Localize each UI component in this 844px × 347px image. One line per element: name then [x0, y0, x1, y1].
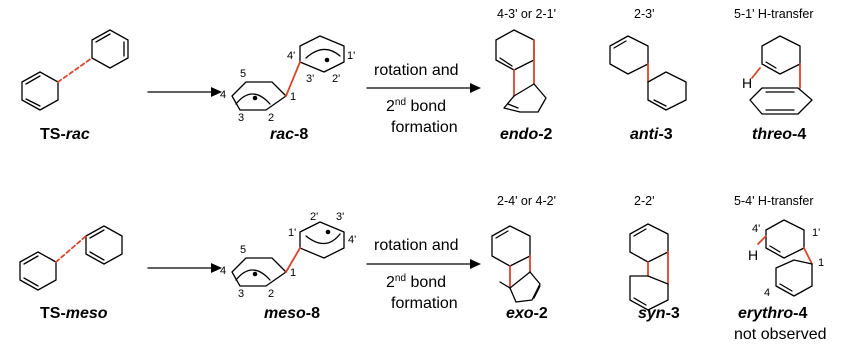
- atom-label: 1: [818, 257, 824, 269]
- endo-2-structure: [495, 29, 547, 113]
- atom-label: 2': [310, 211, 318, 223]
- threo-4-structure: [749, 35, 813, 115]
- hydrogen-label: H: [748, 247, 758, 263]
- ts-meso-structure: [19, 225, 123, 291]
- arrow-text-line1: rotation and: [374, 237, 459, 254]
- atom-label: 1': [812, 227, 820, 239]
- ts-rac-structure: [21, 29, 129, 111]
- arrow-text-line3: formation: [391, 295, 458, 312]
- arrow-text-line1: rotation and: [374, 62, 459, 79]
- atom-label: 3: [238, 112, 244, 124]
- product-caption: 2-2': [634, 194, 654, 208]
- atom-label: 1: [290, 91, 296, 103]
- product-caption: 5-1' H-transfer: [734, 7, 814, 21]
- meso-8-label: meso-8: [264, 305, 320, 322]
- atom-label: 4': [752, 223, 760, 235]
- arrowhead-icon: [470, 83, 481, 93]
- product-caption: 5-4' H-transfer: [734, 194, 814, 208]
- atom-label: 4: [764, 287, 770, 299]
- atom-label: 4': [348, 234, 356, 246]
- atom-label: 3': [306, 73, 314, 85]
- endo-2-label: endo-2: [500, 126, 553, 143]
- rac-8-label: rac-8: [270, 126, 308, 143]
- syn-3-label: syn-3: [638, 305, 680, 322]
- atom-label: 4: [220, 265, 226, 277]
- atom-label: 5: [240, 68, 246, 80]
- atom-label: 1': [347, 50, 355, 62]
- arrowhead-icon: [211, 263, 222, 273]
- atom-label: 2: [268, 288, 274, 300]
- atom-label: 5: [240, 244, 246, 256]
- atom-label: 1': [288, 227, 296, 239]
- product-caption: 2-4' or 4-2': [497, 194, 556, 208]
- rac-8-structure: [231, 35, 345, 111]
- anti-3-structure: [609, 35, 687, 111]
- atom-label: 2: [268, 112, 274, 124]
- ts-meso-label: TS-meso: [40, 305, 108, 322]
- atom-label: 4': [287, 50, 295, 62]
- threo-4-label: threo-4: [752, 126, 806, 143]
- arrowhead-icon: [211, 87, 222, 97]
- erythro-4-structure: [757, 219, 813, 297]
- atom-label: 1: [290, 267, 296, 279]
- arrow-text-line2: 2nd bond: [386, 97, 446, 115]
- not-observed-note: not observed: [734, 326, 827, 343]
- anti-3-label: anti-3: [630, 126, 673, 143]
- syn-3-structure: [629, 223, 669, 311]
- arrow-text-line3: formation: [391, 119, 458, 136]
- atom-label: 4: [220, 89, 226, 101]
- ts-rac-label: TS-rac: [40, 126, 90, 143]
- atom-label: 3': [336, 211, 344, 223]
- exo-2-label: exo-2: [506, 305, 548, 322]
- hydrogen-label: H: [742, 75, 752, 91]
- meso-8-structure: [231, 221, 345, 287]
- atom-label: 2': [332, 73, 340, 85]
- arrowhead-icon: [470, 259, 481, 269]
- product-caption: 2-3': [634, 7, 654, 21]
- atom-label: 3: [238, 288, 244, 300]
- erythro-4-label: erythro-4: [738, 305, 807, 322]
- exo-2-structure: [491, 225, 541, 303]
- product-caption: 4-3' or 2-1': [497, 7, 556, 21]
- arrow-text-line2: 2nd bond: [386, 273, 446, 291]
